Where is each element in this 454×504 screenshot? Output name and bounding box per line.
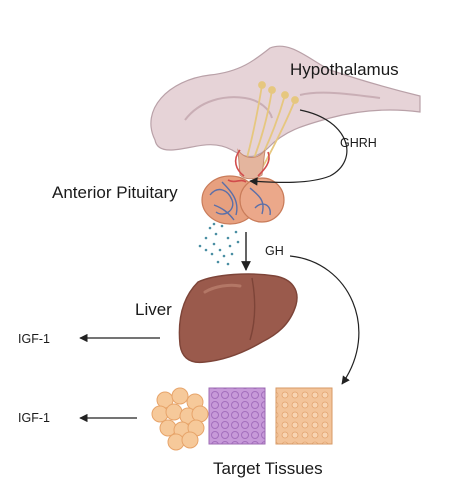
gh-to-tissues-arrow	[289, 255, 360, 385]
gh-particles	[198, 222, 240, 266]
anterior-pituitary-illustration	[201, 148, 285, 225]
fat-cell	[159, 419, 177, 437]
gh-particle	[230, 252, 234, 256]
brain-tissue	[150, 45, 421, 158]
gh-particle	[212, 222, 216, 226]
gh-particle	[198, 244, 202, 248]
igf1-liver-label: IGF-1	[18, 332, 50, 346]
pituitary-arteries	[227, 149, 270, 183]
ghrh-arrow	[249, 109, 348, 186]
gh-particle	[226, 262, 230, 266]
gh-particle	[208, 226, 212, 230]
liver-shape	[178, 273, 298, 364]
fat-cell	[165, 403, 183, 421]
fat-cells	[151, 387, 209, 451]
hypothalamus-label: Hypothalamus	[290, 60, 399, 79]
liver-lobe-divide	[249, 277, 256, 341]
gh-particle	[204, 236, 208, 240]
anterior-pituitary-label: Anterior Pituitary	[52, 183, 178, 202]
igf1-tissues-label: IGF-1	[18, 411, 50, 425]
fat-cell	[167, 433, 185, 451]
fat-cell	[191, 405, 209, 423]
fat-cell	[181, 431, 199, 449]
ghrh-label: GHRH	[340, 136, 377, 150]
gh-particle	[212, 242, 216, 246]
gh-label: GH	[265, 244, 284, 258]
target-tissues-label: Target Tissues	[213, 459, 323, 478]
gh-particle	[218, 248, 222, 252]
gh-particle	[220, 224, 224, 228]
fat-tissue	[151, 387, 209, 451]
muscle-tissue	[208, 387, 266, 445]
brain-fold-2	[299, 91, 381, 99]
fat-cell	[151, 405, 169, 423]
gh-particle	[234, 230, 238, 234]
gh-particle	[214, 232, 218, 236]
gh-particle	[228, 244, 232, 248]
pituitary-stalk	[237, 148, 266, 180]
liver-highlight	[203, 283, 242, 294]
fat-cell	[171, 387, 189, 405]
gh-particle	[204, 248, 208, 252]
gh-particle	[216, 260, 220, 264]
liver-label: Liver	[135, 300, 172, 319]
gh-particle	[226, 236, 230, 240]
gh-particle	[236, 240, 240, 244]
gh-particle	[210, 252, 214, 256]
bone-tissue	[275, 387, 333, 445]
liver-illustration	[178, 273, 298, 364]
gh-particle	[222, 254, 226, 258]
pituitary-vessels	[209, 181, 271, 221]
